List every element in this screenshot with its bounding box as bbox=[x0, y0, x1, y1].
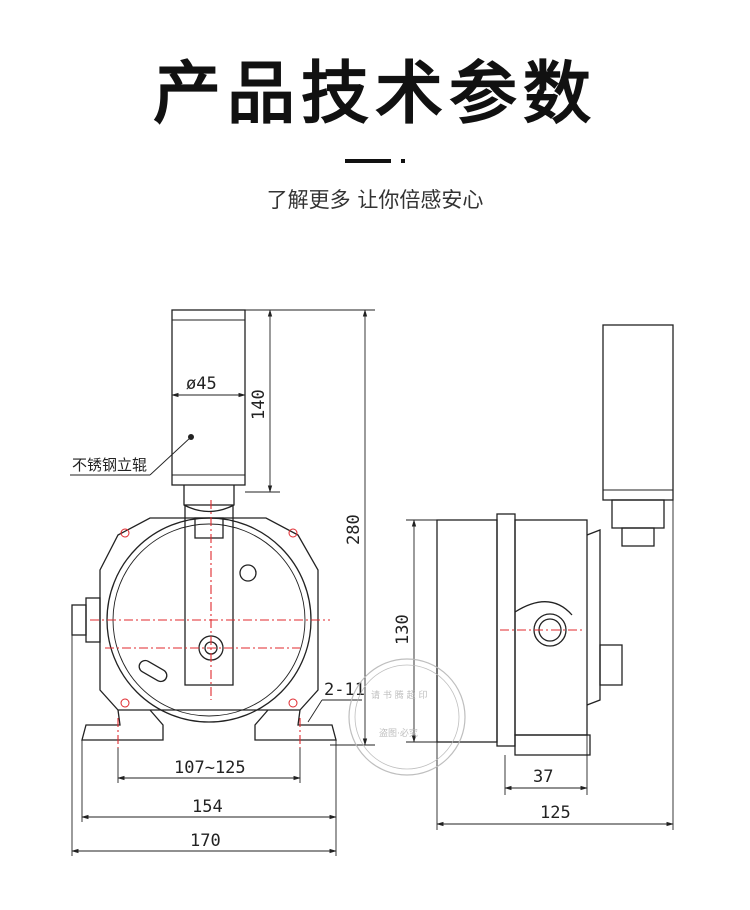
side-body-front bbox=[514, 519, 588, 736]
side-base bbox=[514, 734, 591, 756]
side-bracket bbox=[586, 529, 601, 706]
top-nut bbox=[194, 517, 224, 539]
right-foot bbox=[254, 709, 337, 741]
roller-shaft bbox=[183, 485, 235, 513]
side-view: 130 37 125 bbox=[393, 324, 674, 830]
watermark-seal: 请 书 腾 超 印 盗图·必究 bbox=[348, 658, 466, 776]
roller-note-leader bbox=[149, 436, 192, 476]
lever-arm bbox=[184, 504, 234, 686]
watermark-top: 请 书 腾 超 印 bbox=[371, 689, 427, 701]
dim-base-total: 170 bbox=[190, 831, 221, 851]
watermark-bottom: 盗图·必究 bbox=[379, 727, 418, 739]
page-subtitle: 了解更多 让你倍感安心 bbox=[266, 188, 484, 212]
housing-outline bbox=[99, 517, 319, 711]
dim-roller-diameter: ø45 bbox=[186, 374, 217, 394]
left-foot bbox=[81, 709, 164, 741]
dim-total-height: 280 bbox=[344, 514, 364, 545]
side-body-rear bbox=[436, 519, 498, 743]
side-roller-shaft bbox=[611, 499, 665, 529]
roller-note: 不锈钢立辊 bbox=[72, 456, 147, 474]
side-nut bbox=[621, 527, 655, 547]
dim-mount-holes: 2-11 bbox=[324, 680, 365, 700]
front-view: 不锈钢立辊 ø45 140 bbox=[70, 309, 375, 856]
title-divider bbox=[0, 150, 750, 169]
dim-roller-height: 140 bbox=[249, 389, 269, 420]
side-roller bbox=[602, 324, 674, 501]
dim-total-depth: 125 bbox=[540, 803, 571, 823]
dim-hole-spacing: 107~125 bbox=[174, 758, 246, 778]
page-title: 产品技术参数 bbox=[152, 55, 597, 134]
dim-bracket-depth: 37 bbox=[533, 767, 553, 787]
dim-base-inner: 154 bbox=[192, 797, 223, 817]
side-bolt-head bbox=[599, 644, 623, 686]
roller-body bbox=[171, 309, 246, 486]
key-slot bbox=[239, 564, 257, 582]
dim-body-height: 130 bbox=[393, 614, 413, 645]
